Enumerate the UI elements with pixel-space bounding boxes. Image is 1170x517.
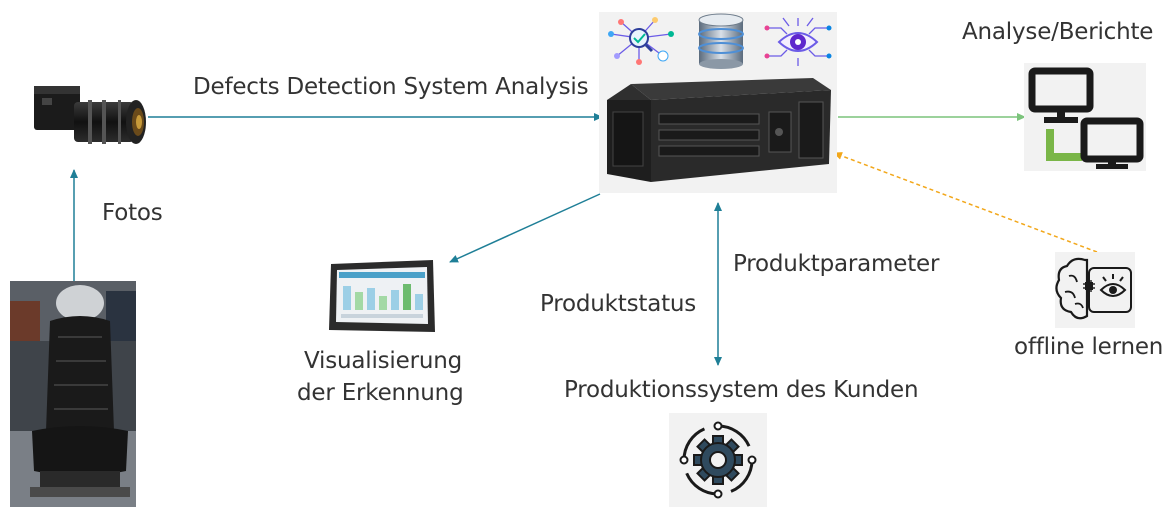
monitors-icon xyxy=(1024,63,1146,171)
analytics-icon xyxy=(599,12,681,68)
arrow-offline-to-server xyxy=(833,152,1098,253)
eye-network-icon xyxy=(761,14,835,70)
label-analysis: Defects Detection System Analysis xyxy=(193,74,589,100)
touch-panel-icon xyxy=(327,260,437,332)
arrow-server-to-visualization xyxy=(449,193,601,263)
label-photos: Fotos xyxy=(102,200,163,226)
label-customer-system: Produktionssystem des Kunden xyxy=(564,377,919,403)
label-reports: Analyse/Berichte xyxy=(962,19,1154,45)
label-offline: offline lernen xyxy=(1014,334,1164,360)
label-product-status: Produktstatus xyxy=(540,291,697,317)
gear-cycle-icon xyxy=(669,413,767,507)
label-visualization-1: Visualisierung xyxy=(304,348,462,374)
seat-photo xyxy=(10,281,136,507)
database-icon xyxy=(695,12,747,70)
label-visualization-2: der Erkennung xyxy=(297,380,464,406)
brain-eye-icon xyxy=(1055,252,1135,328)
camera-icon xyxy=(28,78,150,170)
server-panel xyxy=(599,12,837,193)
label-product-params: Produktparameter xyxy=(733,251,940,277)
server-icon xyxy=(603,78,831,190)
